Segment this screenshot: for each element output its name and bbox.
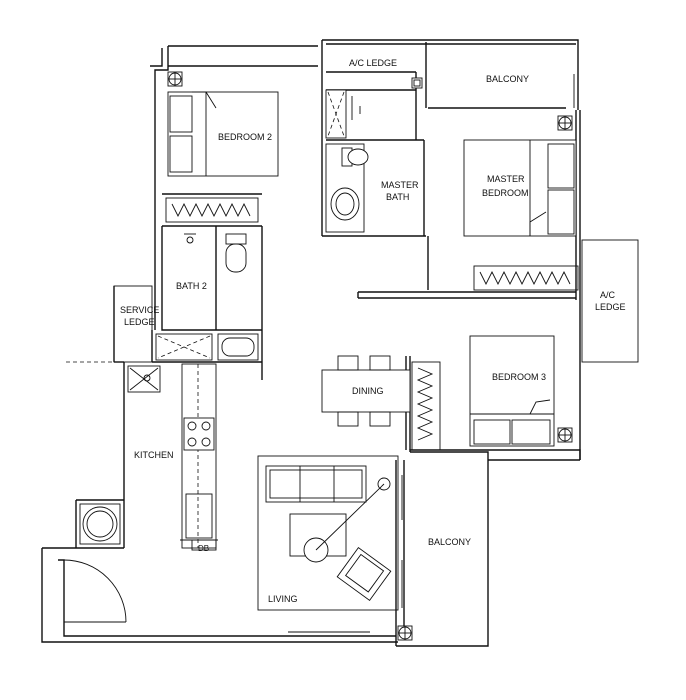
door-swing-icon — [63, 559, 127, 632]
room-label-bedroom-2: BEDROOM 2 — [218, 132, 272, 142]
room-label-service-ledge-1: SERVICE — [120, 305, 159, 315]
room-label-balcony-bottom: BALCONY — [428, 537, 471, 547]
master-bed — [463, 139, 577, 237]
room-label-bath-2: BATH 2 — [176, 281, 207, 291]
room-label-db: DB — [198, 544, 209, 553]
room-label-master-bedroom-1: MASTER — [487, 174, 525, 184]
room-label-balcony-top: BALCONY — [486, 74, 529, 84]
room-label-master-bath-2: BATH — [386, 192, 409, 202]
room-label-dining: DINING — [352, 386, 384, 396]
service-ledge-box — [113, 285, 153, 363]
room-label-ac-ledge-right-1: A/C — [600, 290, 616, 300]
living-room — [257, 455, 399, 611]
room-label-master-bedroom-2: BEDROOM — [482, 188, 529, 198]
bath2-fixtures — [155, 233, 259, 361]
wardrobe-icon — [165, 197, 259, 223]
right-ac-ledge — [581, 239, 639, 363]
room-label-service-ledge-2: LEDGE — [124, 317, 155, 327]
room-label-living: LIVING — [268, 594, 298, 604]
bedroom-2-bed — [167, 91, 279, 177]
bedroom3-wardrobe-icon — [411, 361, 441, 451]
room-label-bedroom-3: BEDROOM 3 — [492, 372, 546, 382]
washer-icon — [79, 503, 121, 545]
room-label-kitchen: KITCHEN — [134, 450, 174, 460]
ac-unit-icon — [167, 71, 573, 641]
room-label-master-bath-1: MASTER — [381, 180, 419, 190]
windows — [66, 74, 575, 637]
dining-table — [321, 355, 411, 427]
master-bath-fixtures — [325, 89, 369, 233]
bedroom-3-bed — [469, 335, 555, 447]
kitchen-fixtures — [127, 363, 218, 551]
master-wardrobe-icon — [473, 265, 579, 291]
room-label-ac-ledge-top: A/C LEDGE — [349, 58, 397, 68]
room-label-ac-ledge-right-2: LEDGE — [595, 302, 626, 312]
